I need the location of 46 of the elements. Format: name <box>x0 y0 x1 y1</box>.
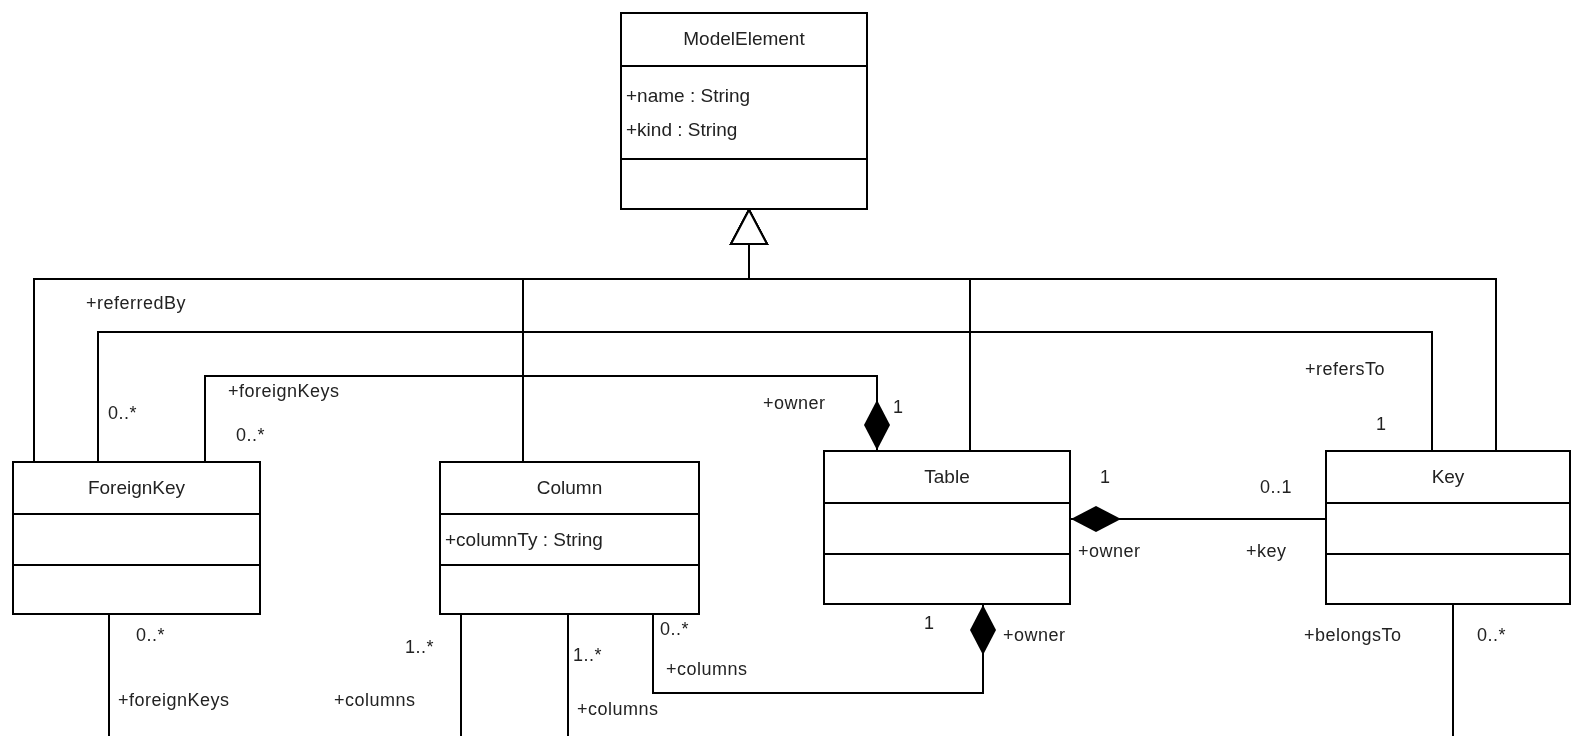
association-line <box>1452 604 1454 736</box>
association-end-label: +foreignKeys <box>118 690 230 710</box>
association-end-label: 1 <box>924 613 935 633</box>
class-name: Table <box>924 464 970 489</box>
class-box <box>823 450 1071 605</box>
class-box <box>1325 450 1571 605</box>
association-end-label: +columns <box>334 690 416 710</box>
association-end-label: +refersTo <box>1305 359 1386 379</box>
association-end-label: +owner <box>1003 625 1066 645</box>
association-end-label: 1 <box>1376 414 1387 434</box>
association-line <box>204 375 890 462</box>
association-end-label: +key <box>1246 541 1287 561</box>
association-line <box>652 604 996 694</box>
generalization-arrow <box>730 209 1497 451</box>
association-end-label: +belongsTo <box>1304 625 1402 645</box>
class-name: Column <box>536 475 603 500</box>
association-end-label: +referredBy <box>86 293 187 313</box>
class-box <box>439 461 700 615</box>
association-end-label: 1..* <box>573 645 603 665</box>
association-end-label: 0..* <box>236 425 266 445</box>
association-end-label: 0..* <box>660 619 690 639</box>
association-end-label: +foreignKeys <box>228 381 340 401</box>
attribute-text: +columnTy : String <box>445 529 604 550</box>
association-line <box>1070 506 1326 532</box>
association-line <box>97 331 1433 462</box>
class-name: Key <box>1431 464 1465 489</box>
association-end-label: +owner <box>763 393 826 413</box>
association-end-label: 0..1 <box>1260 477 1293 497</box>
association-end-label: 0..* <box>1477 625 1507 645</box>
class-name: ForeignKey <box>87 475 186 500</box>
association-end-label: 1 <box>1100 467 1111 487</box>
association-line <box>108 614 110 736</box>
association-end-label: 0..* <box>108 403 138 423</box>
association-end-label: +columns <box>666 659 748 679</box>
class-box <box>12 461 261 615</box>
association-end-label: +owner <box>1078 541 1141 561</box>
association-end-label: 1 <box>893 397 904 417</box>
association-end-label: 1..* <box>405 637 435 657</box>
association-end-label: +columns <box>577 699 659 719</box>
association-line <box>460 614 462 736</box>
association-end-label: 0..* <box>136 625 166 645</box>
class-name: ModelElement <box>683 27 805 52</box>
attribute-text: +name : String <box>626 85 752 106</box>
association-line <box>567 614 569 736</box>
class-box <box>620 12 868 210</box>
attribute-text: +kind : String <box>626 119 739 140</box>
